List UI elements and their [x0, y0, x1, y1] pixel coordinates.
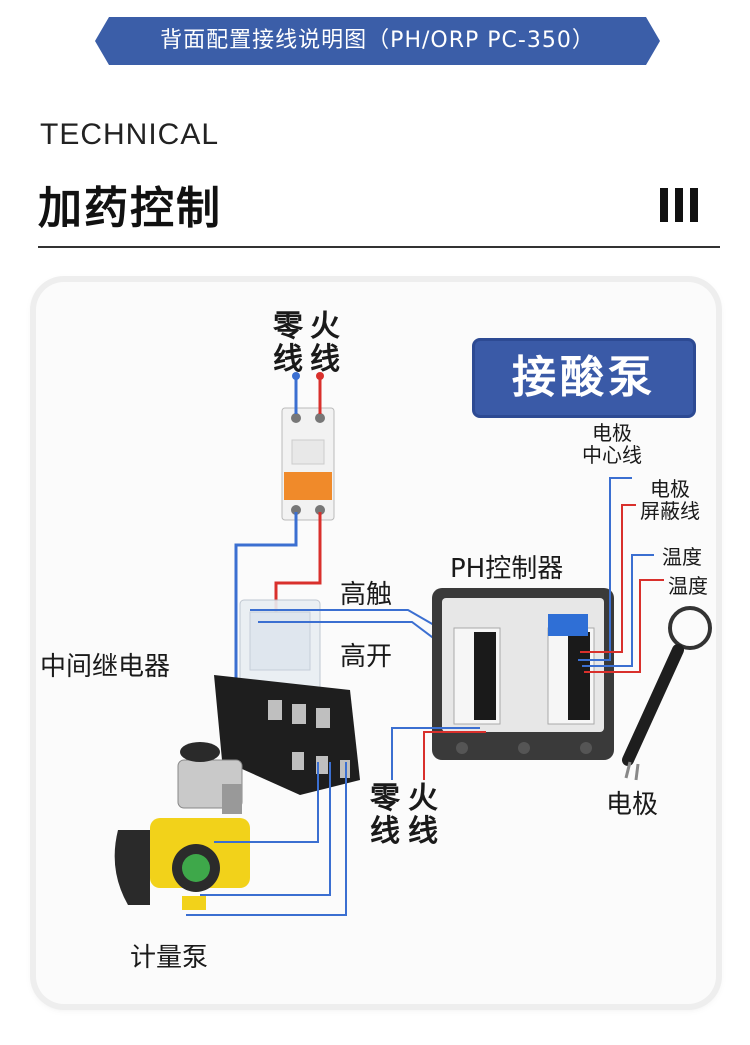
- three-bars-icon: [660, 188, 700, 222]
- temperature-label-2: 温度: [668, 574, 708, 598]
- acid-pump-badge: 接酸泵: [472, 338, 696, 418]
- ph-controller-label: PH控制器: [450, 554, 564, 584]
- circuit-breaker: [281, 407, 335, 521]
- page-title: 加药控制: [38, 183, 222, 234]
- breaker-neutral-label: 零线: [273, 309, 303, 377]
- metering-pump: [114, 742, 250, 910]
- electrode-label: 电极: [606, 790, 659, 820]
- metering-pump-label: 计量泵: [130, 943, 209, 973]
- bottom-live-label: 火线: [408, 781, 438, 849]
- technical-label: TECHNICAL: [40, 118, 220, 151]
- header-divider: [38, 246, 720, 248]
- high-contact-label: 高触: [340, 580, 393, 610]
- relay-label: 中间继电器: [40, 652, 171, 682]
- electrode-center-label: 电极中心线: [582, 421, 642, 467]
- banner-title: 背面配置接线说明图（PH/ORP PC-350）: [160, 28, 595, 53]
- high-open-label: 高开: [340, 642, 393, 672]
- electrode-shield-label: 电极屏蔽线: [640, 477, 700, 523]
- breaker-live-label: 火线: [310, 309, 340, 377]
- electrode-probe: [622, 606, 712, 781]
- ph-controller-box: [432, 588, 614, 760]
- bottom-neutral-label: 零线: [370, 781, 400, 849]
- header-banner: [95, 17, 660, 65]
- temperature-label-1: 温度: [662, 545, 702, 569]
